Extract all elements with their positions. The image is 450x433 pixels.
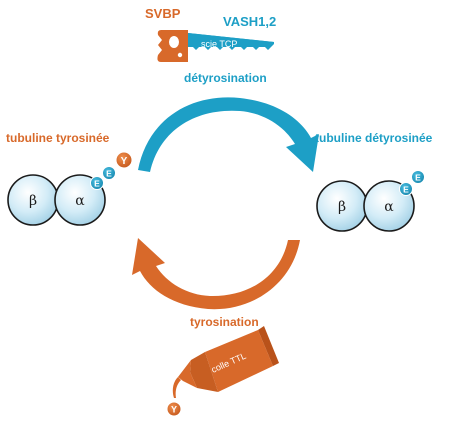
tyrosinated-tubulin-label: tubuline tyrosinée <box>6 131 110 145</box>
saw-text: scie TCP <box>201 39 237 49</box>
tyrosine-drop-label: Y <box>171 405 177 415</box>
glutamate-label-1-right: E <box>403 185 409 195</box>
vash-label: VASH1,2 <box>223 14 276 29</box>
tyrosine-left <box>115 151 133 169</box>
detyrosinated-tubulin-label: tubuline détyrosinée <box>315 131 433 145</box>
saw-icon <box>157 30 274 62</box>
svbp-label: SVBP <box>145 6 181 21</box>
beta-label-left: β <box>29 193 37 209</box>
glutamate-label-2-right: E <box>415 173 421 183</box>
tyrosine-drop <box>166 401 182 417</box>
glutamate-2-right <box>411 170 425 184</box>
alpha-label-left: α <box>75 193 85 209</box>
tyrosinated-dimer <box>7 151 133 226</box>
glutamate-label-1-left: E <box>94 179 100 189</box>
alpha-label-right: α <box>384 199 394 215</box>
detyrosination-label: détyrosination <box>184 71 267 85</box>
glutamate-1-right <box>399 182 413 196</box>
beta-label-right: β <box>338 199 346 215</box>
tyrosination-label: tyrosination <box>190 315 259 329</box>
tyrosine-label-left: Y <box>121 156 128 167</box>
glutamate-label-2-left: E <box>106 169 112 179</box>
glutamate-2-left <box>102 166 116 180</box>
tyrosination-arrow <box>132 238 300 310</box>
glue-tube-icon <box>172 326 279 398</box>
detyrosinated-dimer <box>316 170 425 232</box>
glutamate-1-left <box>90 176 104 190</box>
detyrosination-arrow <box>138 97 319 172</box>
